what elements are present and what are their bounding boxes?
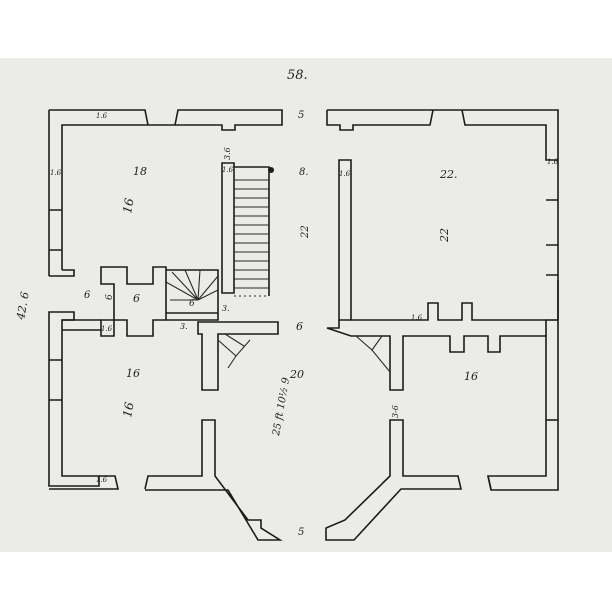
wall-thickness-nw: 1.6 [96,112,108,120]
ne-room-depth: 22 [438,228,451,243]
ne-room-width: 22. [439,168,458,181]
se-room-width: 16 [464,370,478,383]
stair-enclosure [221,162,274,297]
east-rooms-partition [326,159,558,391]
stair-label-b: 3. [222,304,230,313]
winding-stair [165,269,219,314]
nw-room-depth: 16 [120,197,137,215]
lower-hall-depth: 20 [289,368,304,381]
rear-door-width: 5 [298,527,304,538]
page-number: 58. [287,68,308,83]
stair-landing-label: 6 [189,299,195,309]
wall-thickness-ne: 1.6 [547,158,559,166]
south-wall-west [49,419,283,541]
overall-depth-label: 42. 6 [14,291,32,322]
wall-thickness-e-partition: 1.6 [339,170,351,178]
stair-width-label: 3.6 [223,147,232,160]
hall-length: 22 [300,225,311,239]
sw-room-width: 16 [126,367,140,380]
closet-left-label: 6 [84,290,91,301]
wall-thickness-stair: 1.6 [222,166,234,174]
hall-width-upper: 8. [299,167,309,178]
stair-label-a: 3. [180,322,188,331]
west-wall [48,209,100,487]
wall-thickness-sw: 1.6 [96,476,108,484]
wall-thickness-w: 1.6 [50,169,62,177]
stair-treads [234,179,269,289]
stair-newel [268,167,274,173]
closet-right-label: 6 [133,292,140,305]
nw-room-width: 18 [133,165,147,178]
wall-thickness-mid-left: 1.6 [101,325,113,333]
closets [100,266,167,337]
closet-mid-label: 6 [105,294,115,300]
front-door-width: 5 [298,110,304,121]
north-wall [48,109,559,320]
paper-background [0,58,612,552]
hall-door-right-label: 3-6 [391,405,400,418]
west-rooms-partition [62,313,279,391]
sw-room-depth: 16 [120,401,137,419]
hall-width-lower: 6 [296,320,303,333]
wall-thickness-mid-right: 1.6 [411,314,423,322]
south-wall-east [325,419,492,541]
